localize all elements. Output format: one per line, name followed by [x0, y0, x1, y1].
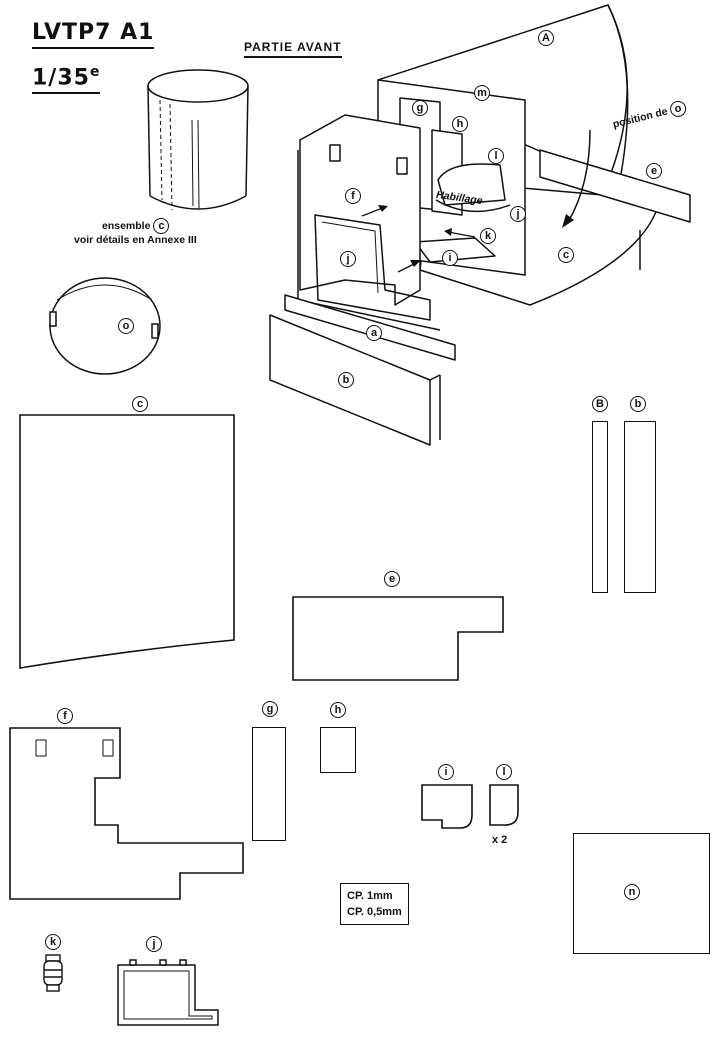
cylinder-drawing [147, 69, 249, 211]
part-label-o: o [118, 318, 134, 334]
scale-label: 1/35e [32, 64, 101, 95]
part-label-B: B [592, 396, 608, 412]
part-label-h: h [330, 702, 346, 718]
callout-i: i [442, 250, 458, 266]
part-label-j: j [146, 936, 162, 952]
part-b-shape [624, 421, 656, 593]
scale-suffix: e [89, 64, 101, 80]
position-arrow [567, 129, 591, 223]
callout-a: a [366, 325, 382, 341]
part-l-shape [489, 784, 519, 826]
callout-c: c [558, 247, 574, 263]
part-label-n: n [624, 884, 640, 900]
part-label-i: i [438, 764, 454, 780]
callout-g: g [412, 100, 428, 116]
part-n-shape [573, 833, 710, 954]
callout-m: m [474, 85, 490, 101]
part-label-g: g [262, 701, 278, 717]
legend-line-1: CP. 1mm [347, 890, 393, 902]
part-f-shape [9, 727, 244, 900]
callout-k: k [480, 228, 496, 244]
section-title: PARTIE AVANT [244, 40, 342, 58]
thickness-legend: CP. 1mm CP. 0,5mm [340, 883, 409, 925]
part-j-shape [117, 959, 219, 1026]
part-g-shape [252, 727, 286, 841]
position-arrowhead [562, 214, 574, 228]
scale-value: 1/35 [32, 65, 90, 91]
part-label-e: e [384, 571, 400, 587]
part-B-shape [592, 421, 608, 593]
callout-j-upper: j [510, 206, 526, 222]
callout-f: f [345, 188, 361, 204]
assembly-note-ref: c [153, 218, 170, 234]
callout-h: h [452, 116, 468, 132]
part-label-l: l [496, 764, 512, 780]
part-label-b: b [630, 396, 646, 412]
part-i-shape [421, 784, 473, 829]
assembly-note: ensemble c [102, 218, 170, 234]
part-h-shape [320, 727, 356, 773]
assembly-note-line2: voir détails en Annexe III [74, 234, 197, 246]
part-label-k: k [45, 934, 61, 950]
callout-l: l [488, 148, 504, 164]
part-e-shape [292, 596, 504, 681]
callout-j: j [340, 251, 356, 267]
part-label-c: c [132, 396, 148, 412]
part-label-f: f [57, 708, 73, 724]
callout-b: b [338, 372, 354, 388]
part-o-drawing [49, 277, 161, 375]
callout-A: A [538, 30, 554, 46]
multiplier-label: x 2 [492, 834, 508, 846]
vent-right [102, 739, 114, 757]
legend-line-2: CP. 0,5mm [347, 906, 402, 918]
part-c-shape [19, 414, 235, 669]
callout-e: e [646, 163, 662, 179]
part-k-shape [43, 954, 63, 992]
vent-left [35, 739, 47, 757]
model-title: LVTP7 A1 [32, 20, 155, 49]
exploded-view [269, 4, 691, 446]
assembly-note-line1: ensemble [102, 219, 151, 232]
